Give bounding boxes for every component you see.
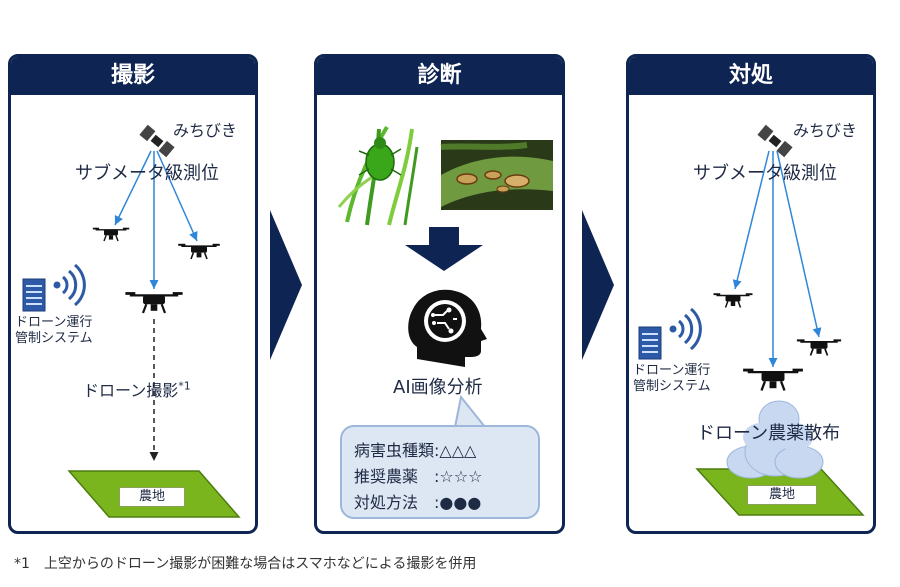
- ops-system-label-line2: 管制システム: [15, 331, 93, 346]
- diagnosis-diagram: [337, 125, 553, 428]
- drone-capture-label: ドローン撮影*1: [83, 377, 191, 401]
- chevron-right-icon: [582, 210, 614, 360]
- drone-icon: [796, 338, 842, 357]
- result-row-pesticide: 推奨農薬 :☆☆☆: [354, 467, 483, 486]
- signal-icon: [668, 307, 702, 351]
- drone-icon: [712, 292, 754, 309]
- result-key: 対処方法: [354, 493, 419, 512]
- satellite-icon: [138, 123, 176, 159]
- satellite-label: みちびき: [173, 121, 238, 140]
- satellite-label: みちびき: [793, 121, 858, 140]
- result-key: 推奨農薬: [354, 467, 419, 486]
- result-value: ☆☆☆: [439, 467, 483, 486]
- ai-analysis-label: AI画像分析: [393, 377, 483, 398]
- speech-bubble-tail: [453, 394, 488, 428]
- treatment-panel: 対処 みちびき サブメータ級測位 ドローン運行 管制システム ドローン農薬散布 …: [626, 54, 876, 534]
- drone-icon: [177, 243, 221, 260]
- ops-system-label-line1: ドローン運行: [15, 315, 93, 330]
- down-arrow-icon: [405, 227, 483, 271]
- field-label: 農地: [747, 485, 817, 505]
- field-label: 農地: [119, 487, 185, 507]
- footnote: *1 上空からのドローン撮影が困難な場合はスマホなどによる撮影を併用: [14, 556, 477, 572]
- treatment-panel-title: 対処: [629, 57, 873, 95]
- drone-icon: [741, 367, 805, 392]
- drone-capture-text: ドローン撮影: [83, 381, 179, 400]
- leaf-disease-photo-icon: [440, 140, 553, 210]
- positioning-label: サブメータ級測位: [75, 163, 219, 184]
- diagnosis-panel-title: 診断: [317, 57, 562, 95]
- treatment-diagram: [638, 123, 865, 516]
- chevron-right-icon: [270, 210, 302, 360]
- ops-system-label-line1: ドローン運行: [633, 363, 711, 378]
- result-key: 病害虫種類: [354, 441, 435, 460]
- result-row-method: 対処方法 :●●●: [354, 493, 482, 512]
- footnote-marker: *1: [178, 379, 191, 393]
- positioning-arrow-right: [156, 150, 198, 242]
- drone-spray-label: ドローン農薬散布: [697, 423, 841, 444]
- drone-icon: [124, 291, 184, 315]
- server-icon: [638, 326, 662, 360]
- ops-system-label-line2: 管制システム: [633, 379, 711, 394]
- diagnosis-result-bubble: 病害虫種類:△△△ 推奨農薬 :☆☆☆ 対処方法 :●●●: [340, 425, 540, 519]
- ai-head-icon: [408, 289, 487, 367]
- drone-icon: [92, 226, 130, 242]
- capture-panel: 撮影 みちびき サブメータ級測位 ドローン運行 管制システム ドローン撮影*1 …: [8, 54, 258, 534]
- insect-photo-icon: [337, 125, 419, 226]
- capture-panel-title: 撮影: [11, 57, 255, 95]
- signal-icon: [52, 263, 86, 307]
- spray-cloud-icon: [726, 400, 824, 479]
- positioning-arrow-left: [114, 150, 152, 226]
- result-value: △△△: [439, 441, 477, 460]
- result-value: ●●●: [439, 493, 482, 512]
- satellite-icon: [756, 123, 794, 159]
- positioning-arrow-right: [776, 150, 822, 338]
- result-row-pest-type: 病害虫種類:△△△: [354, 441, 477, 460]
- positioning-arrow-left: [732, 150, 770, 290]
- positioning-label: サブメータ級測位: [693, 163, 837, 184]
- server-icon: [22, 278, 46, 312]
- diagnosis-panel: 診断: [314, 54, 565, 534]
